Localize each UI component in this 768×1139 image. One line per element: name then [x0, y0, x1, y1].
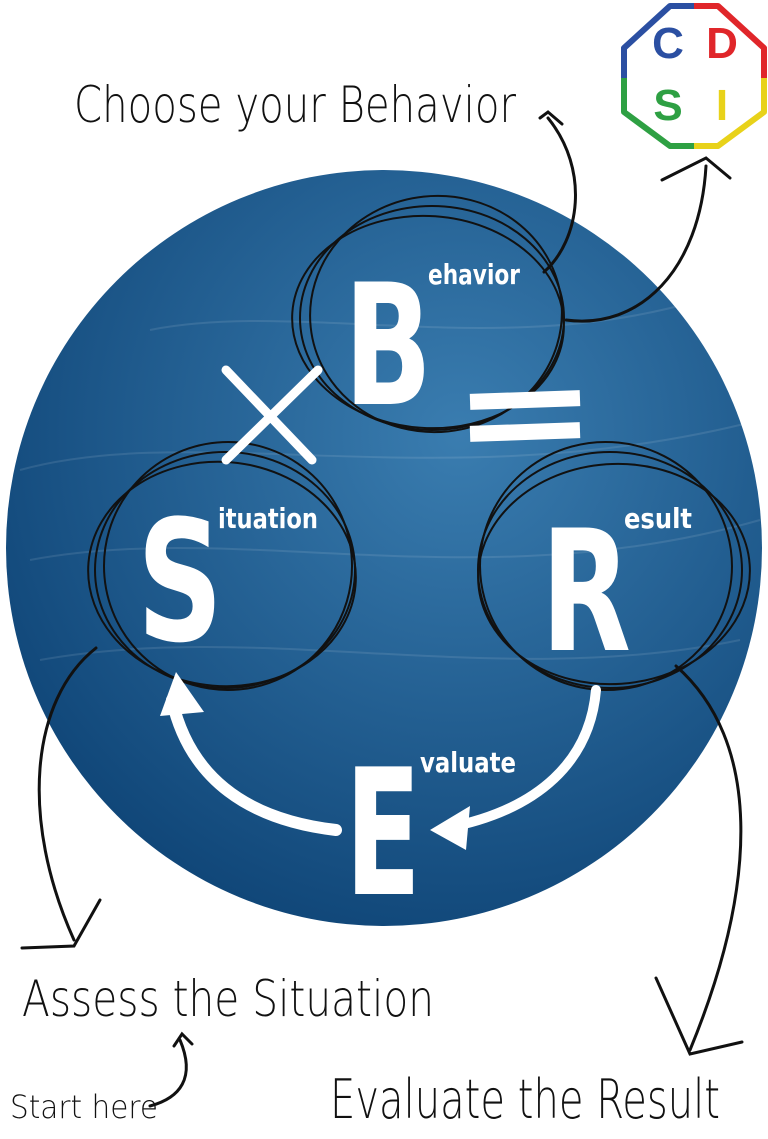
logo-border-green — [621, 78, 694, 149]
cdsi-logo: C D S I — [621, 3, 767, 149]
logo-c: C — [652, 19, 684, 68]
ink-arrows — [20, 110, 744, 1108]
letter-s: S — [137, 484, 223, 680]
logo-border-red — [694, 3, 767, 78]
arrow-e-to-s — [160, 672, 342, 836]
logo-border-yellow — [694, 78, 767, 149]
scribble-circle-s — [87, 441, 357, 691]
logo-d: D — [706, 19, 738, 68]
caption-choose-behavior: Choose your Behavior — [74, 76, 516, 134]
word-situation: ituation — [218, 502, 318, 535]
word-behavior: ehavior — [428, 258, 520, 291]
caption-start-here: Start here — [10, 1088, 158, 1126]
logo-i: I — [716, 81, 728, 130]
logo-s: S — [653, 81, 682, 130]
letter-r: R — [541, 494, 631, 690]
word-result: esult — [624, 502, 692, 535]
letter-e: E — [345, 733, 421, 936]
arrow-r-to-e — [430, 685, 601, 850]
logo-border-blue — [621, 3, 694, 78]
caption-evaluate-result: Evaluate the Result — [330, 1068, 720, 1131]
times-sign — [221, 365, 323, 465]
equals-sign — [469, 390, 581, 442]
background-circle — [6, 170, 762, 926]
word-evaluate: valuate — [420, 746, 516, 779]
scribble-circle-b — [291, 194, 565, 434]
caption-assess-situation: Assess the Situation — [22, 970, 434, 1028]
letter-b: B — [344, 248, 432, 444]
